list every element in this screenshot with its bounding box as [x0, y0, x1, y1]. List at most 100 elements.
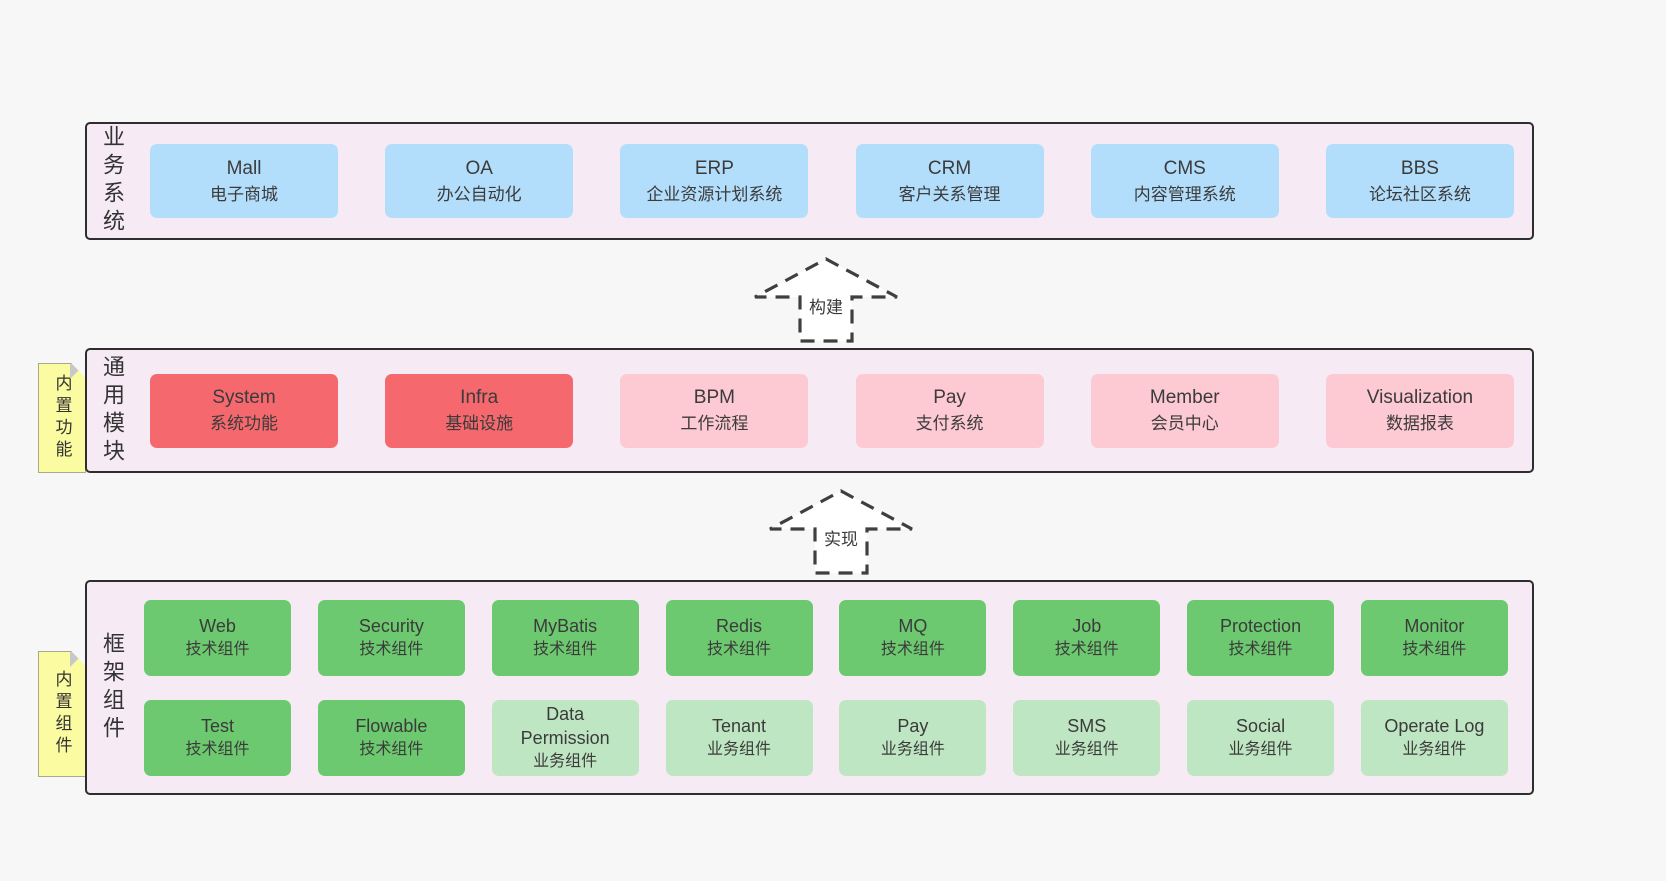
biz-components-row: Test 技术组件 Flowable 技术组件 Data Permission …	[144, 699, 1508, 776]
common-modules-row: System 系统功能 Infra 基础设施 BPM 工作流程 Pay 支付系统…	[150, 350, 1514, 471]
layer-common-modules: 通用模块 System 系统功能 Infra 基础设施 BPM 工作流程 Pay…	[85, 348, 1534, 473]
box-title: Web	[199, 615, 236, 636]
box-title: CRM	[927, 157, 972, 179]
box-subtitle: 论坛社区系统	[1368, 184, 1471, 204]
layer-framework-components: 框架组件 Web 技术组件 Security 技术组件 MyBatis 技术组件…	[85, 580, 1534, 795]
box-subtitle: 企业资源计划系统	[646, 184, 783, 204]
sticky-note-builtin-components: 内置组件	[38, 651, 86, 777]
box-operate-log: Operate Log 业务组件	[1360, 699, 1508, 776]
box-title: Visualization	[1366, 387, 1474, 408]
framework-components-rows: Web 技术组件 Security 技术组件 MyBatis 技术组件 Redi…	[144, 582, 1508, 793]
box-title: Test	[200, 715, 234, 736]
box-title: Data Permission	[520, 703, 610, 748]
layer-common-modules-label: 通用模块	[100, 354, 125, 467]
box-subtitle: 基础设施	[445, 414, 514, 433]
box-test: Test 技术组件	[144, 699, 291, 776]
box-title: Member	[1149, 387, 1220, 408]
box-subtitle: 业务组件	[1402, 740, 1467, 758]
box-subtitle: 业务组件	[1228, 740, 1293, 758]
arrow-build-label: 构建	[805, 292, 847, 319]
box-title: Infra	[460, 387, 499, 408]
box-title: OA	[465, 157, 493, 179]
box-system: System 系统功能	[150, 373, 338, 448]
box-subtitle: 业务组件	[1054, 740, 1119, 758]
arrow-implement-label: 实现	[820, 524, 862, 551]
box-social: Social 业务组件	[1187, 699, 1335, 776]
box-subtitle: 业务组件	[880, 740, 945, 758]
box-erp: ERP 企业资源计划系统	[620, 144, 809, 218]
box-title: Flowable	[355, 715, 428, 736]
box-subtitle: 技术组件	[185, 740, 250, 758]
box-mq: MQ 技术组件	[839, 599, 987, 676]
business-systems-row: Mall 电子商城 OA 办公自动化 ERP 企业资源计划系统 CRM 客户关系…	[150, 124, 1514, 238]
box-title: Pay	[897, 715, 929, 736]
box-title: Social	[1236, 715, 1286, 736]
box-subtitle: 技术组件	[359, 640, 424, 658]
box-subtitle: 技术组件	[533, 640, 598, 658]
box-cms: CMS 内容管理系统	[1090, 144, 1279, 218]
box-title: Operate Log	[1384, 715, 1485, 736]
box-title: MQ	[898, 615, 928, 636]
box-pay-biz: Pay 业务组件	[839, 699, 987, 776]
box-data-permission: Data Permission 业务组件	[491, 699, 639, 776]
box-title: BBS	[1400, 157, 1439, 179]
box-mall: Mall 电子商城	[150, 144, 338, 218]
box-title: ERP	[694, 157, 734, 179]
sticky-note-builtin-features: 内置功能	[38, 363, 86, 473]
box-web: Web 技术组件	[144, 599, 291, 676]
box-subtitle: 技术组件	[1228, 640, 1293, 658]
box-subtitle: 客户关系管理	[898, 184, 1001, 204]
box-subtitle: 电子商城	[210, 184, 278, 204]
sticky-note-builtin-features-label: 内置功能	[52, 374, 72, 462]
box-member: Member 会员中心	[1090, 373, 1279, 448]
box-infra: Infra 基础设施	[385, 373, 574, 448]
box-tenant: Tenant 业务组件	[665, 699, 813, 776]
box-flowable: Flowable 技术组件	[317, 699, 465, 776]
box-subtitle: 技术组件	[707, 640, 772, 658]
box-subtitle: 内容管理系统	[1133, 184, 1236, 204]
box-title: Pay	[933, 387, 966, 408]
box-visualization: Visualization 数据报表	[1325, 373, 1514, 448]
box-title: Protection	[1220, 615, 1302, 636]
box-crm: CRM 客户关系管理	[855, 144, 1044, 218]
box-title: BPM	[693, 387, 735, 408]
box-subtitle: 支付系统	[915, 414, 984, 433]
tech-components-row: Web 技术组件 Security 技术组件 MyBatis 技术组件 Redi…	[144, 599, 1508, 676]
box-subtitle: 技术组件	[880, 640, 945, 658]
box-title: Security	[358, 615, 424, 636]
box-security: Security 技术组件	[317, 599, 465, 676]
box-subtitle: 业务组件	[707, 740, 772, 758]
box-subtitle: 技术组件	[359, 740, 424, 758]
sticky-note-builtin-components-label: 内置组件	[52, 670, 72, 758]
box-title: SMS	[1067, 715, 1107, 736]
arrow-implement: 实现	[766, 488, 916, 576]
box-title: Monitor	[1404, 615, 1465, 636]
box-subtitle: 技术组件	[1054, 640, 1119, 658]
box-subtitle: 业务组件	[533, 752, 598, 770]
box-title: MyBatis	[533, 615, 598, 636]
box-title: Job	[1072, 615, 1102, 636]
box-oa: OA 办公自动化	[385, 144, 574, 218]
box-monitor: Monitor 技术组件	[1360, 599, 1508, 676]
arrow-build: 构建	[751, 256, 901, 344]
box-mybatis: MyBatis 技术组件	[491, 599, 639, 676]
box-bbs: BBS 论坛社区系统	[1325, 144, 1514, 218]
box-title: System	[212, 387, 276, 408]
box-sms: SMS 业务组件	[1013, 699, 1161, 776]
box-title: CMS	[1163, 157, 1206, 179]
box-protection: Protection 技术组件	[1187, 599, 1335, 676]
box-bpm: BPM 工作流程	[620, 373, 809, 448]
box-subtitle: 技术组件	[185, 640, 250, 658]
box-job: Job 技术组件	[1013, 599, 1161, 676]
box-title: Mall	[226, 157, 262, 179]
box-subtitle: 办公自动化	[436, 184, 522, 204]
box-subtitle: 数据报表	[1385, 414, 1454, 433]
box-subtitle: 工作流程	[680, 414, 749, 433]
box-subtitle: 技术组件	[1402, 640, 1467, 658]
box-title: Redis	[716, 615, 763, 636]
layer-framework-components-label: 框架组件	[100, 631, 125, 744]
box-pay: Pay 支付系统	[855, 373, 1044, 448]
box-subtitle: 会员中心	[1150, 414, 1219, 433]
layer-business-systems-label: 业务系统	[100, 125, 125, 237]
